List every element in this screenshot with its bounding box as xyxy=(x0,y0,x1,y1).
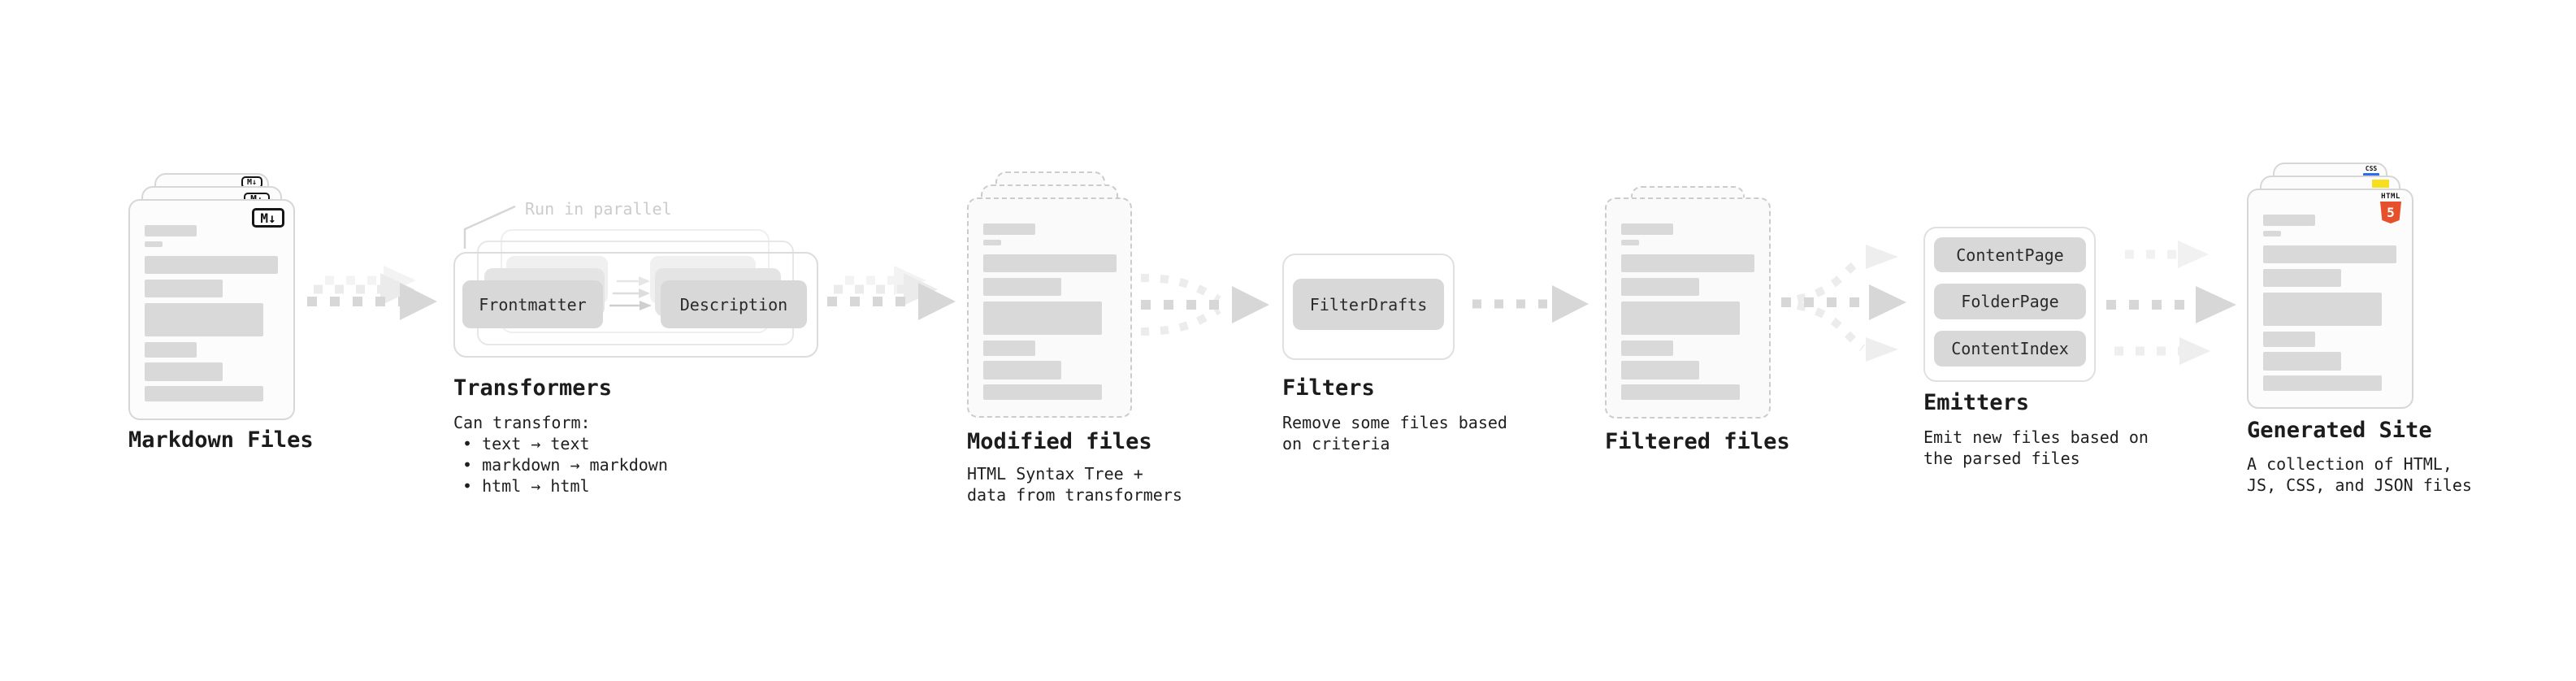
arrows-emitters-to-generated xyxy=(2106,241,2236,365)
text-line-placeholder xyxy=(983,384,1102,400)
text-line-placeholder xyxy=(2263,293,2382,326)
arrow-filters-to-filtered xyxy=(1472,285,1589,323)
run-in-parallel-note: Run in parallel xyxy=(525,199,672,219)
arrow-markdown-to-transformers xyxy=(307,266,437,320)
text-line-placeholder xyxy=(983,240,1001,245)
emitters-description: Emit new files based on the parsed files xyxy=(1923,427,2149,469)
css-label: CSS xyxy=(2365,165,2378,172)
arrow-transformers-to-modified xyxy=(827,266,956,320)
markdown-badge-icon: M↓ xyxy=(252,208,284,228)
transformers-description: Can transform: • text → text • markdown … xyxy=(453,412,668,497)
generated-description: A collection of HTML, JS, CSS, and JSON … xyxy=(2247,453,2472,496)
text-line-placeholder xyxy=(1621,361,1699,380)
folderpage-box: FolderPage xyxy=(1934,284,2086,319)
frontmatter-box: Frontmatter xyxy=(462,280,603,328)
filterdrafts-box: FilterDrafts xyxy=(1293,279,1444,330)
desc-line: HTML Syntax Tree + xyxy=(967,464,1143,484)
filtered-file-card xyxy=(1605,197,1771,419)
text-line-placeholder xyxy=(145,256,278,274)
desc-line: JS, CSS, and JSON files xyxy=(2247,475,2472,495)
contentindex-box: ContentIndex xyxy=(1934,331,2086,367)
arrow-modified-to-filters xyxy=(1140,274,1269,336)
text-line-placeholder xyxy=(1621,301,1740,335)
contentpage-box: ContentPage xyxy=(1934,237,2086,272)
text-line-placeholder xyxy=(2263,245,2396,263)
filters-description: Remove some files based on criteria xyxy=(1282,412,1507,454)
stage-title-markdown-files: Markdown Files xyxy=(128,427,314,453)
text-line-placeholder xyxy=(2263,352,2341,371)
text-line-placeholder xyxy=(145,362,223,381)
text-line-placeholder xyxy=(145,342,197,358)
description-box: Description xyxy=(661,280,807,328)
desc-line: A collection of HTML, xyxy=(2247,454,2452,474)
generated-site-card: HTML 5 xyxy=(2247,189,2413,409)
text-line-placeholder xyxy=(983,340,1035,356)
text-line-placeholder xyxy=(145,280,223,297)
text-line-placeholder xyxy=(2263,332,2315,347)
html5-shield: 5 xyxy=(2380,202,2401,223)
js-logo-icon xyxy=(2372,180,2389,188)
html5-number: 5 xyxy=(2387,204,2395,220)
text-line-placeholder xyxy=(1621,254,1754,272)
stage-title-filters: Filters xyxy=(1282,375,1375,401)
stage-title-generated-site: Generated Site xyxy=(2247,418,2432,443)
text-line-placeholder xyxy=(1621,340,1673,356)
transformers-frame-front xyxy=(453,252,818,358)
css-blue-bar xyxy=(2363,173,2379,176)
desc-line: • markdown → markdown xyxy=(462,455,668,475)
text-line-placeholder xyxy=(983,361,1061,380)
text-line-placeholder xyxy=(145,225,197,236)
text-line-placeholder xyxy=(983,278,1061,296)
modified-description: HTML Syntax Tree + data from transformer… xyxy=(967,463,1182,505)
desc-line: the parsed files xyxy=(1923,449,2080,468)
desc-line: Can transform: xyxy=(453,413,591,432)
html5-logo-icon: HTML 5 xyxy=(2380,193,2401,223)
desc-line: data from transformers xyxy=(967,485,1182,505)
text-line-placeholder xyxy=(1621,240,1639,245)
stage-title-filtered-files: Filtered files xyxy=(1605,429,1790,454)
modified-file-card xyxy=(967,197,1132,418)
text-line-placeholder xyxy=(1621,384,1740,400)
stage-title-emitters: Emitters xyxy=(1923,390,2030,415)
text-line-placeholder xyxy=(145,303,263,336)
stage-title-transformers: Transformers xyxy=(453,375,613,401)
text-line-placeholder xyxy=(2263,215,2315,226)
text-line-placeholder xyxy=(1621,278,1699,296)
desc-line: Emit new files based on xyxy=(1923,427,2149,447)
text-line-placeholder xyxy=(983,301,1102,335)
text-line-placeholder xyxy=(145,386,263,401)
text-line-placeholder xyxy=(1621,223,1673,235)
text-line-placeholder xyxy=(145,241,163,247)
text-line-placeholder xyxy=(2263,269,2341,287)
stage-title-modified-files: Modified files xyxy=(967,429,1152,454)
text-line-placeholder xyxy=(983,223,1035,235)
desc-line: • html → html xyxy=(462,476,590,496)
arrow-filtered-to-emitters xyxy=(1781,245,1906,362)
text-line-placeholder xyxy=(2263,375,2382,391)
text-line-placeholder xyxy=(983,254,1117,272)
css-logo-icon: CSS xyxy=(2363,166,2379,176)
text-line-placeholder xyxy=(2263,231,2281,236)
html5-label: HTML xyxy=(2381,193,2400,201)
desc-line: on criteria xyxy=(1282,434,1390,453)
desc-line: • text → text xyxy=(462,434,590,453)
desc-line: Remove some files based xyxy=(1282,413,1507,432)
markdown-file-card: M↓ xyxy=(128,199,295,420)
